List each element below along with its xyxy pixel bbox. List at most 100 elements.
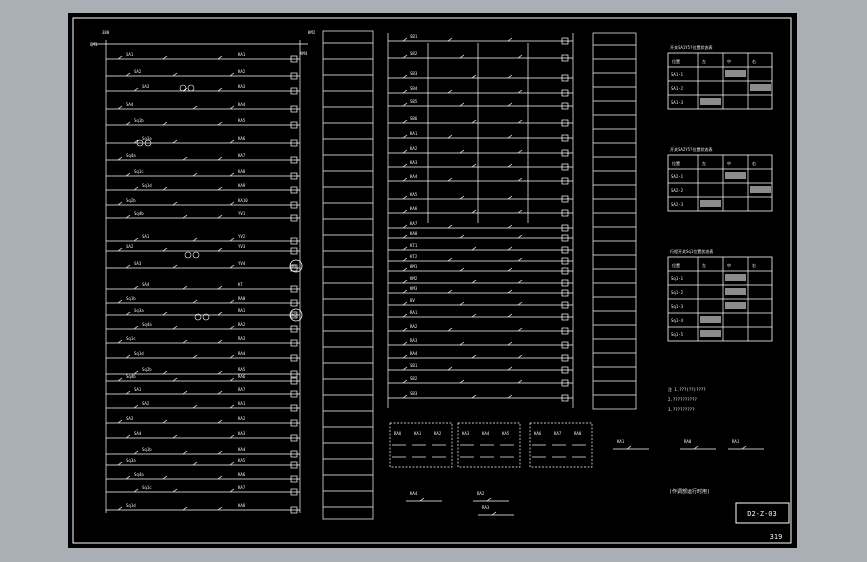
supply-label: QM1	[90, 42, 98, 47]
state-fill-marker	[725, 288, 746, 295]
relay-coil	[561, 279, 569, 287]
table-header: 右	[752, 160, 756, 166]
lamp-symbol	[194, 313, 202, 321]
contact-blade	[471, 313, 477, 318]
contact-box-label: RAU	[394, 431, 402, 436]
contact-blade	[459, 341, 465, 346]
relay-coil	[561, 119, 569, 127]
relay-label: SB5	[410, 99, 418, 104]
switch-label: Sq1c	[126, 336, 136, 341]
contact-blade	[117, 339, 123, 344]
relay-coil	[290, 87, 298, 95]
table-cell: Sq1-1	[671, 276, 684, 281]
contact-blade	[507, 224, 513, 229]
contact-blade	[172, 325, 178, 330]
contact-blade	[182, 339, 188, 344]
contact-blade	[182, 87, 188, 92]
table-header: 中	[727, 262, 731, 268]
contact-blade	[117, 201, 123, 206]
relay-label: RA5	[238, 367, 246, 372]
contact-blade	[459, 149, 465, 154]
contact-blade	[217, 339, 223, 344]
relay-label: KA1	[410, 131, 418, 136]
contact-box-label: KA1	[414, 431, 422, 436]
contact-blade	[402, 354, 408, 359]
relay-label: KA7	[238, 153, 246, 158]
relay-label: RA4	[238, 351, 246, 356]
relay-label: RA1	[238, 308, 246, 313]
contact-blade	[217, 311, 223, 316]
contact-blade	[133, 488, 139, 493]
relay-coil	[561, 366, 569, 374]
table-header: 右	[752, 262, 756, 268]
state-fill-marker	[700, 98, 721, 105]
contact-blade	[133, 87, 139, 92]
contact-blade	[471, 394, 477, 399]
contact-label: RA0	[684, 439, 692, 444]
relay-label: RA2	[238, 322, 246, 327]
center-circuit: SB1SB2SB3SB4SB5SB6KA1KA2KA3KA4KA5KA6KA7K…	[387, 33, 574, 408]
state-fill-marker	[750, 84, 771, 91]
relay-coil	[561, 257, 569, 265]
table-header: 位置	[672, 262, 680, 268]
contact-blade	[162, 186, 168, 191]
contact-blade	[471, 279, 477, 284]
relay-coil	[290, 186, 298, 194]
legend-column-left	[322, 30, 374, 520]
relay-label: KM3	[410, 286, 418, 291]
contact-blade	[402, 224, 408, 229]
contact-blade	[192, 105, 198, 110]
state-fill-marker	[725, 302, 746, 309]
switch-label: SA3	[126, 416, 134, 421]
relay-coil	[290, 201, 298, 209]
contact-blade	[217, 214, 223, 219]
contact-box-frame	[529, 422, 593, 468]
relay-label: SB1	[410, 363, 418, 368]
contact-blade	[133, 450, 139, 455]
switch-label: Sq3a	[134, 308, 144, 313]
relay-label: SB1	[410, 34, 418, 39]
contact-blade	[402, 37, 408, 42]
contact-blade	[402, 301, 408, 306]
switch-label: Sq1d	[134, 351, 144, 356]
switch-label: Sq1b	[126, 296, 136, 301]
relay-label: KA5	[238, 118, 246, 123]
relay-coil	[561, 394, 569, 402]
relay-coil	[290, 377, 298, 385]
table-header: 左	[702, 262, 706, 268]
table-cell: SA1-1	[671, 72, 684, 77]
switch-label: Sq4b	[134, 211, 144, 216]
contact-blade	[125, 172, 131, 177]
switch-label: Sq2b	[142, 367, 152, 372]
relay-coil	[561, 134, 569, 142]
contact-blade	[133, 139, 139, 144]
table-cell: Sq1-2	[671, 290, 684, 295]
switch-label: SA1	[142, 234, 150, 239]
relay-label: BV	[410, 298, 415, 303]
table-cell: SA2-3	[671, 202, 684, 207]
lamp-symbol	[144, 139, 152, 147]
contact-blade	[402, 257, 408, 262]
contact-blade	[507, 37, 513, 42]
switch-label: Sq4a	[126, 153, 136, 158]
table-title: 开关SA2Y5?位置状态表	[670, 146, 712, 152]
footnote: 注 1.???(??)????	[668, 386, 706, 392]
contact-blade	[626, 445, 632, 450]
relay-label: KA4	[238, 102, 246, 107]
relay-coil	[561, 313, 569, 321]
contact-blade	[447, 224, 453, 229]
switch-label: Sq1b	[142, 447, 152, 452]
relay-coil	[561, 102, 569, 110]
table-header: 右	[752, 58, 756, 64]
contact-blade	[117, 419, 123, 424]
contact-blade	[217, 285, 223, 290]
contact-box-frame	[457, 422, 521, 468]
page-number: 319	[770, 533, 783, 541]
contact-blade	[517, 209, 523, 214]
contact-blade	[125, 121, 131, 126]
contact-blade	[741, 445, 747, 450]
contact-blade	[402, 149, 408, 154]
contact-blade	[125, 354, 131, 359]
contact-blade	[192, 237, 198, 242]
